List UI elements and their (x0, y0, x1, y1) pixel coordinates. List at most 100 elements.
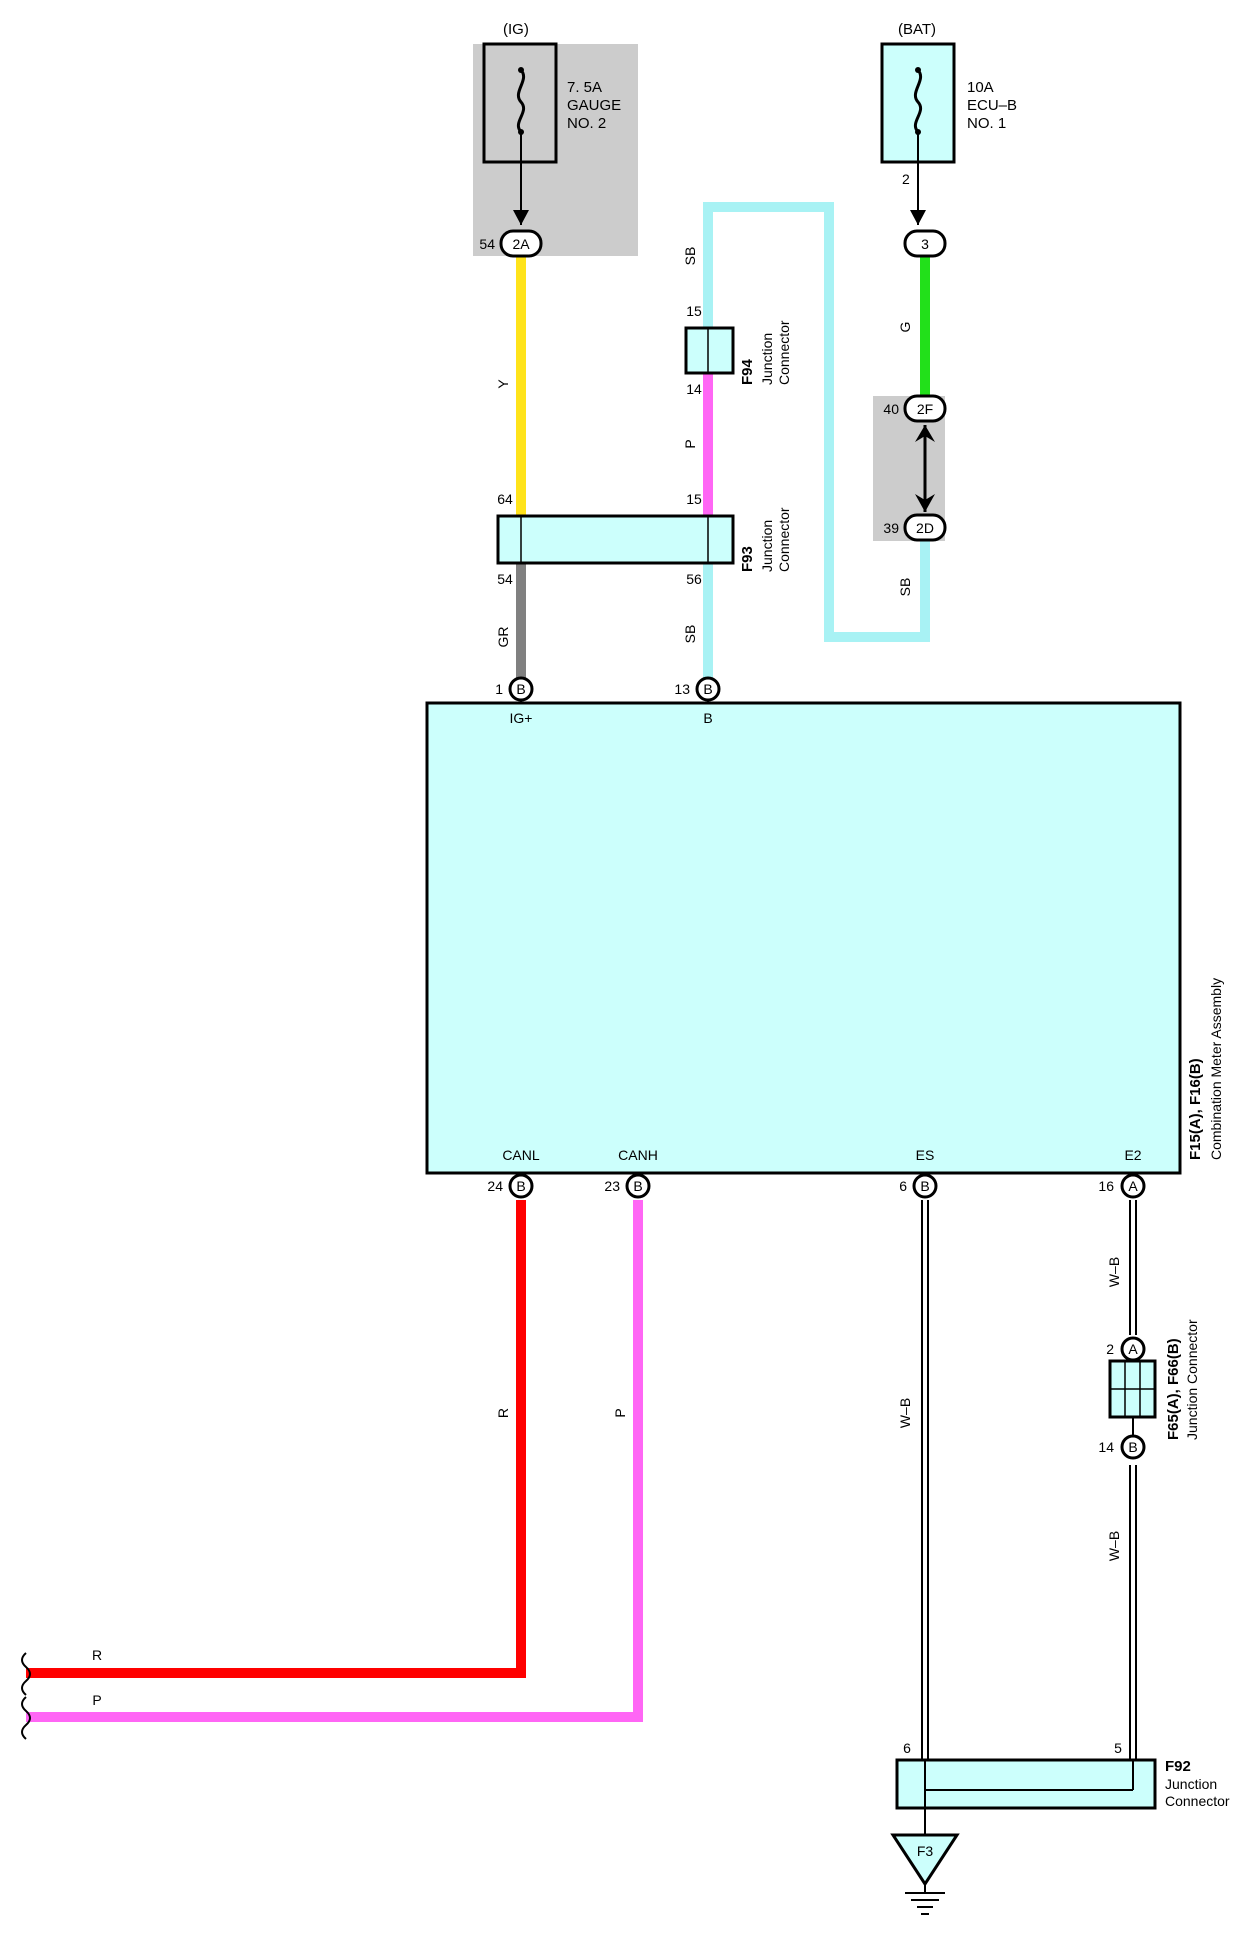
fuse-gauge-name: GAUGE (567, 97, 621, 114)
wire-label-p-horizontal: P (92, 1692, 101, 1708)
meter-name: Combination Meter Assembly (1208, 978, 1224, 1160)
wire-p-canh (26, 1200, 643, 1722)
ground-f3-id: F3 (917, 1843, 934, 1859)
junction-connector-f65-f66: A B (1108, 1336, 1157, 1460)
f65-id: F65(A), F66(B) (1165, 1338, 1182, 1440)
connector-2a-pin: 54 (479, 236, 495, 252)
f65-pin-bottom: 14 (1098, 1439, 1114, 1455)
combination-meter-assembly (425, 701, 1182, 1175)
meter-terminal-b-name: B (703, 710, 712, 726)
wire-label-p-middle: P (682, 439, 698, 448)
wire-label-gr: GR (495, 627, 511, 648)
f92-pin-right: 5 (1114, 1740, 1122, 1756)
f94-id: F94 (739, 358, 756, 385)
bat-source-label: (BAT) (898, 21, 936, 38)
wire-label-wb-e2-upper: W–B (1106, 1257, 1122, 1287)
connector-2d-pin: 39 (883, 520, 899, 536)
wire-label-sb-upper: SB (682, 247, 698, 266)
wire-wb-e2 (1129, 1200, 1137, 1790)
meter-terminal-e2-pin: 16 (1098, 1178, 1114, 1194)
svg-text:B: B (920, 1178, 929, 1194)
fuse-ecu-b-name: ECU–B (967, 97, 1017, 114)
f94-desc-line2: Connector (776, 320, 792, 385)
meter-terminal-canh-name: CANH (618, 1147, 658, 1163)
meter-id: F15(A), F16(B) (1187, 1058, 1204, 1160)
f92-desc-line1: Junction (1165, 1776, 1217, 1792)
wire-label-y: Y (495, 379, 511, 389)
meter-terminal-e2: A (1120, 1173, 1146, 1199)
svg-text:B: B (1128, 1439, 1137, 1455)
wire-label-g: G (897, 322, 913, 333)
fuse-ecu-b-number: NO. 1 (967, 115, 1006, 132)
fuse-ecu-b-pin: 2 (902, 171, 910, 187)
fuse-ecu-b-rating: 10A (967, 79, 994, 96)
svg-text:2F: 2F (917, 401, 933, 417)
f93-pin-top-right: 15 (686, 491, 702, 507)
ig-source-label: (IG) (503, 21, 529, 38)
svg-text:B: B (703, 681, 712, 697)
ground-f3 (890, 1808, 960, 1915)
f93-pin-bottom-left: 54 (497, 571, 513, 587)
svg-text:B: B (516, 681, 525, 697)
fuse-gauge-number: NO. 2 (567, 115, 606, 132)
wire-label-sb-lower: SB (682, 625, 698, 644)
wire-label-wb-e2-lower: W–B (1106, 1531, 1122, 1561)
svg-text:B: B (633, 1178, 642, 1194)
meter-terminal-ig: B (508, 676, 534, 703)
f65-desc: Junction Connector (1184, 1319, 1200, 1440)
connector-2f-pin: 40 (883, 401, 899, 417)
meter-terminal-canl-pin: 24 (487, 1178, 503, 1194)
f93-desc-line1: Junction (759, 520, 775, 572)
f93-desc-line2: Connector (776, 507, 792, 572)
meter-terminal-canh: B (625, 1173, 651, 1199)
f92-pin-left: 6 (903, 1740, 911, 1756)
meter-terminal-b-pin: 13 (674, 681, 690, 697)
wire-break-p (21, 1696, 31, 1740)
svg-text:A: A (1128, 1341, 1138, 1357)
wire-sb-loop (703, 202, 930, 642)
junction-connector-f93 (496, 514, 735, 565)
connector-3: 3 (903, 229, 947, 258)
svg-text:B: B (516, 1178, 525, 1194)
connector-2a: 2A (499, 229, 543, 258)
meter-terminal-canh-pin: 23 (604, 1178, 620, 1194)
wire-break-r (21, 1652, 31, 1696)
f92-id: F92 (1165, 1758, 1191, 1775)
fuse-ecu-b-no1 (880, 42, 956, 225)
meter-terminal-es-name: ES (916, 1147, 935, 1163)
meter-terminal-canl-name: CANL (502, 1147, 540, 1163)
connector-2f: 2F (903, 394, 947, 423)
connector-2f-2d-link (915, 425, 935, 512)
f94-desc-line1: Junction (759, 333, 775, 385)
meter-terminal-e2-name: E2 (1124, 1147, 1141, 1163)
fuse-gauge-no2 (482, 42, 558, 225)
svg-text:3: 3 (921, 236, 929, 252)
wire-r-canl (26, 1200, 526, 1678)
f93-pin-bottom-right: 56 (686, 571, 702, 587)
junction-connector-f92 (895, 1758, 1157, 1810)
wire-label-r: R (495, 1408, 511, 1418)
junction-connector-f94 (684, 326, 735, 375)
fuse-gauge-rating: 7. 5A (567, 79, 602, 96)
meter-terminal-es-pin: 6 (899, 1178, 907, 1194)
f93-pin-top-left: 64 (497, 491, 513, 507)
f94-pin-bottom: 14 (686, 381, 702, 397)
f94-pin-top: 15 (686, 303, 702, 319)
f93-id: F93 (739, 546, 756, 572)
svg-text:A: A (1128, 1178, 1138, 1194)
f65-pin-top: 2 (1106, 1341, 1114, 1357)
meter-terminal-ig-pin: 1 (495, 681, 503, 697)
wire-label-p: P (612, 1408, 628, 1417)
meter-terminal-es: B (912, 1173, 938, 1199)
meter-terminal-b: B (695, 676, 721, 703)
wire-label-wb-es: W–B (897, 1398, 913, 1428)
f92-desc-line2: Connector (1165, 1793, 1230, 1809)
meter-terminal-ig-name: IG+ (510, 710, 533, 726)
wire-label-r-horizontal: R (92, 1647, 102, 1663)
wire-label-sb-right: SB (897, 578, 913, 597)
connector-2d: 2D (903, 513, 947, 542)
svg-text:2A: 2A (512, 236, 530, 252)
wire-wb-es (921, 1200, 929, 1790)
meter-terminal-canl: B (508, 1173, 534, 1199)
